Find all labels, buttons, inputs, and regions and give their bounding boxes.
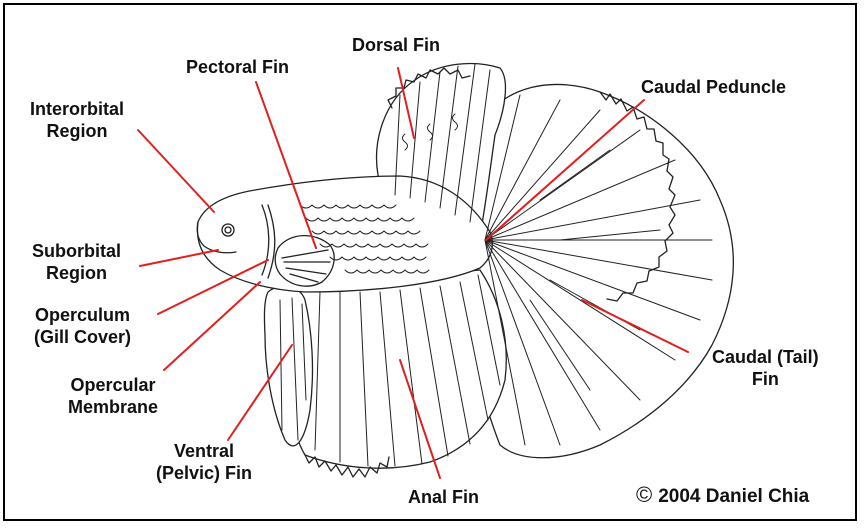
eye <box>222 224 234 236</box>
fish-body <box>197 176 492 292</box>
ventral-fin-shape <box>264 286 312 446</box>
label-ventral-fin: Ventral (Pelvic) Fin <box>156 440 252 484</box>
label-anal-fin: Anal Fin <box>408 486 479 508</box>
leader-opercular-membrane <box>164 282 260 370</box>
label-operculum: Operculum (Gill Cover) <box>34 304 131 348</box>
anal-fin-shape <box>294 270 506 468</box>
copyright-symbol: © <box>636 482 652 507</box>
copyright-notice: © 2004 Daniel Chia <box>636 484 809 508</box>
label-pectoral-fin: Pectoral Fin <box>186 56 289 78</box>
label-suborbital-region: Suborbital Region <box>32 240 121 284</box>
label-caudal-fin: Caudal (Tail) Fin <box>712 346 819 390</box>
label-dorsal-fin: Dorsal Fin <box>352 34 440 56</box>
label-caudal-peduncle: Caudal Peduncle <box>641 76 786 98</box>
label-opercular-membrane: Opercular Membrane <box>68 374 158 418</box>
leader-interorbital <box>138 130 214 212</box>
copyright-text: 2004 Daniel Chia <box>658 486 809 507</box>
label-interorbital-region: Interorbital Region <box>30 98 124 142</box>
leader-operculum <box>158 260 268 314</box>
